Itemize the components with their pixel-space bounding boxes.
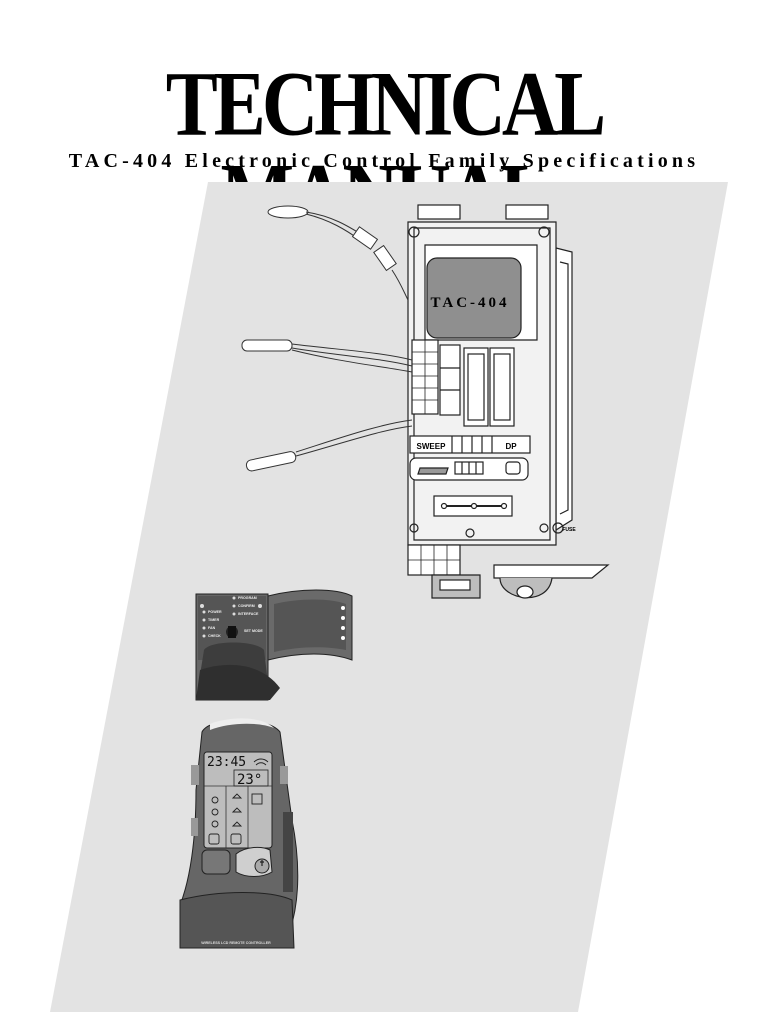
board-model-label: TAC-404 [430,295,509,311]
indicator-confirm: CONFIRM [238,604,255,608]
indicator-check: CHECK [208,634,221,638]
dp-label: DP [505,442,517,451]
remote-time-readout: 23:45 [207,755,246,770]
indicator-timer: TIMER [208,618,220,622]
document-subtitle: TAC-404 Electronic Control Family Specif… [68,150,700,172]
display-panel: POWER TIMER FAN CHECK PROGRAM CONFIRM IN… [195,589,353,701]
control-board [407,204,610,599]
indicator-power: POWER [208,610,222,614]
remote-bottom-label: WIRELESS LCD REMOTE CONTROLLER [201,941,271,945]
indicator-program: PROGRAM [238,596,257,600]
sensor-wires [241,205,413,472]
indicator-fan: FAN [208,626,216,630]
remote-temperature-readout: 23° [237,772,262,788]
background-parallelogram [50,182,728,1012]
sweep-label: SWEEP [417,442,447,451]
indicator-interface: INTERFACE [238,612,259,616]
fuse-label: FUSE [562,527,576,533]
remote-controller: 23:45 23° WIRELESS LCD REMOTE CONTROLLER [179,718,299,949]
panel-switch-label: SET MODE [244,629,263,633]
